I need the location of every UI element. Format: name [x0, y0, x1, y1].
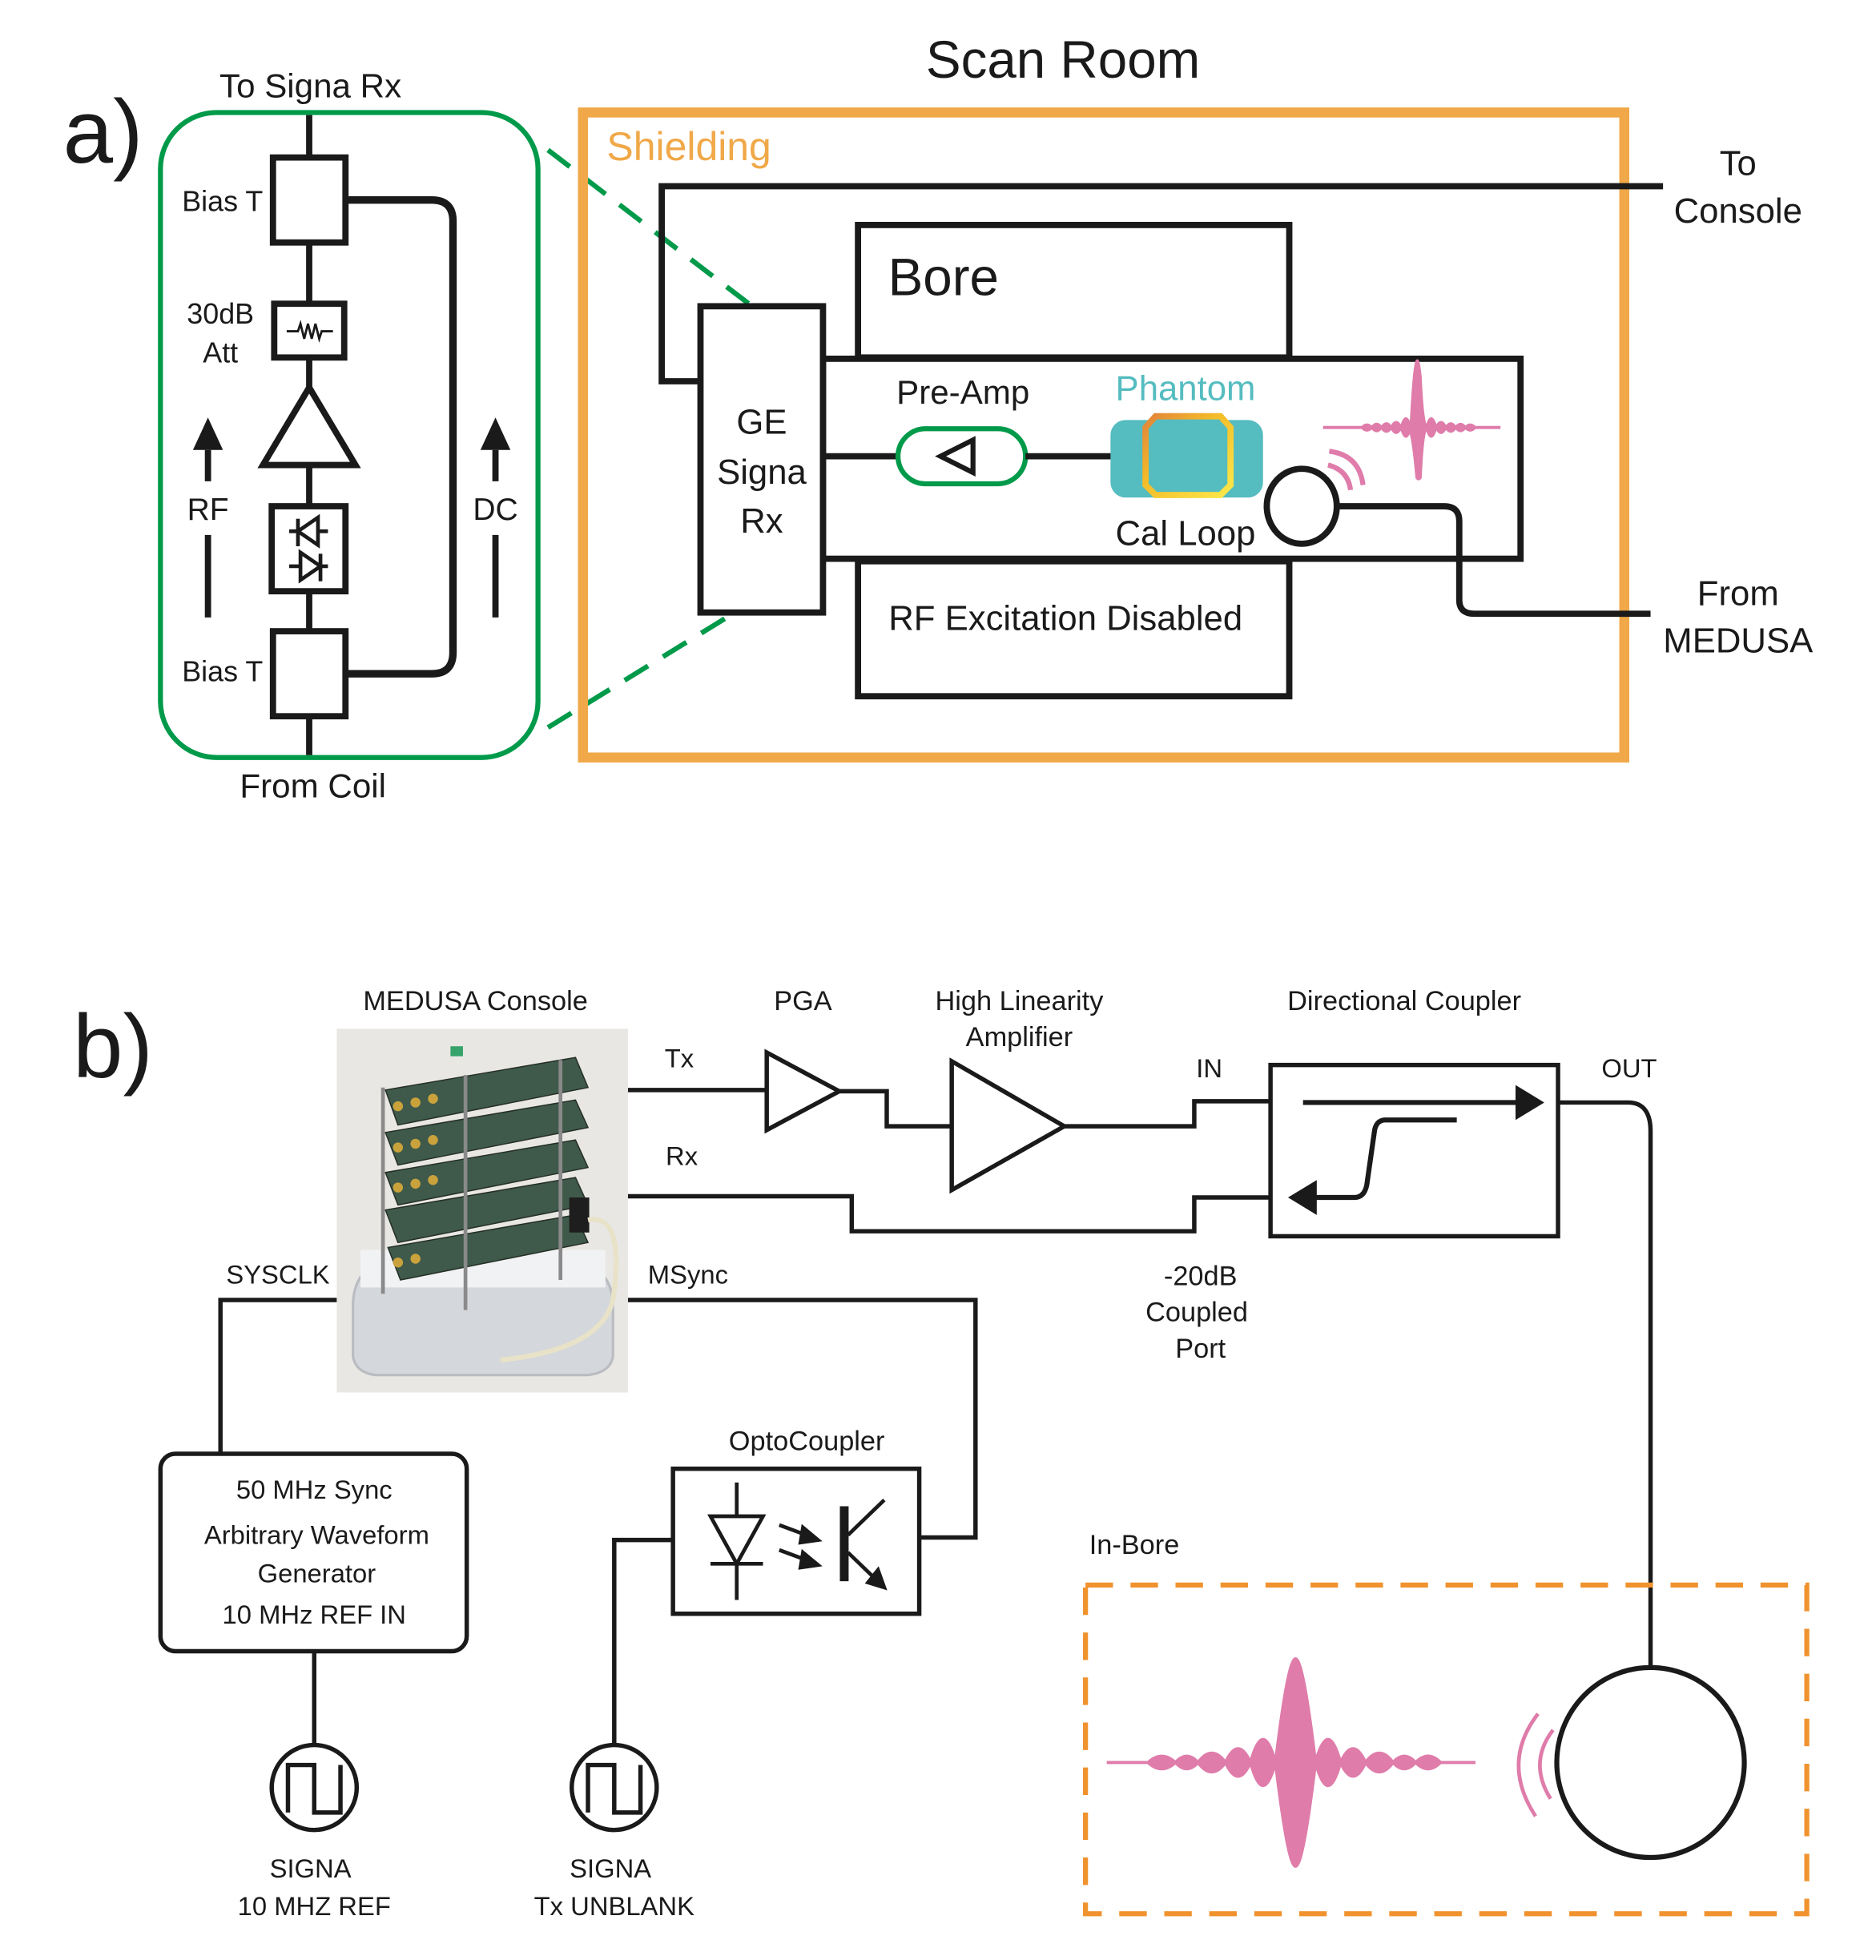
light-arrows-icon [778, 1523, 823, 1570]
ge-rx-label-3: Rx [740, 501, 783, 541]
dc-bypass-line [345, 196, 457, 678]
pga-icon [764, 1048, 844, 1134]
rx-label: Rx [666, 1141, 698, 1170]
from-medusa-label-2: MEDUSA [1663, 622, 1814, 661]
inset-bottom-label: From Coil [240, 767, 386, 805]
rf-emission-icon-b [1516, 1712, 1555, 1817]
in-label: IN [1196, 1053, 1222, 1083]
forward-arrow-icon [1515, 1085, 1544, 1121]
inset-border [158, 110, 541, 760]
preamp-label: Pre-Amp [896, 373, 1029, 411]
to-console-line [658, 183, 1664, 384]
rf-arrow-icon [192, 417, 223, 450]
high-linearity-amp-icon [949, 1057, 1069, 1194]
rf-excitation-label: RF Excitation Disabled [888, 599, 1242, 638]
led-icon [707, 1482, 767, 1600]
coupled-arrow-icon [1287, 1180, 1317, 1215]
ge-rx-label-1: GE [736, 403, 787, 442]
shielding-label: Shielding [606, 124, 771, 169]
awg-label-3: Generator [258, 1559, 376, 1588]
panel-a-label: a) [63, 81, 143, 182]
bias-t-bottom-label: Bias T [182, 656, 263, 688]
pga-label: PGA [774, 986, 832, 1016]
attenuator-label-1: 30dB [187, 298, 254, 330]
preamp-inset: To Signa Rx From Coil Bias T 30dB Att Bi… [158, 67, 541, 805]
to-console-label-1: To [1720, 143, 1757, 183]
medusa-console-photo [336, 1028, 628, 1393]
awg-label-4: 10 MHz REF IN [223, 1600, 406, 1629]
bias-t-top-block [269, 154, 349, 246]
rf-emission-icon [1327, 449, 1366, 491]
to-console-label-2: Console [1674, 191, 1802, 231]
square-wave-icon [586, 1762, 643, 1815]
dc-label: DC [473, 493, 517, 527]
shielding-box [578, 107, 1630, 763]
dc-arrow-icon [480, 417, 511, 450]
ref-label-2: 10 MHZ REF [238, 1891, 391, 1921]
unblank-label-1: SIGNA [570, 1853, 651, 1883]
awg-label-2: Arbitrary Waveform [204, 1519, 429, 1549]
ge-rx-label-2: Signa [717, 453, 807, 492]
phantom-loop [1142, 413, 1234, 498]
diode-pair-icon [289, 513, 328, 584]
phantom-label: Phantom [1116, 368, 1256, 408]
coupled-port-label-3: Port [1175, 1334, 1226, 1364]
bore-label: Bore [888, 248, 999, 306]
console-label: MEDUSA Console [363, 986, 587, 1016]
unblank-label-2: Tx UNBLANK [534, 1891, 694, 1921]
square-wave-icon [285, 1762, 343, 1815]
bias-t-top-label: Bias T [182, 186, 263, 218]
transmit-loop-icon [1554, 1664, 1747, 1861]
lna-amplifier-icon [257, 381, 361, 469]
msync-label: MSync [648, 1260, 728, 1290]
preamp-icon [935, 436, 976, 477]
rf-pulse-icon-b [1106, 1656, 1476, 1868]
inset-top-label: To Signa Rx [219, 67, 401, 105]
ge-signa-rx-block [697, 303, 827, 616]
scan-room-title: Scan Room [926, 30, 1200, 89]
cal-loop-label: Cal Loop [1116, 513, 1256, 553]
phototransistor-icon [839, 1499, 888, 1591]
tx-label: Tx [665, 1044, 694, 1073]
bore-lower [855, 557, 1293, 700]
optocoupler-block [670, 1466, 922, 1616]
coupled-port-label-2: Coupled [1145, 1298, 1248, 1328]
rf-label: RF [187, 493, 229, 527]
opto-label: OptoCoupler [729, 1426, 885, 1456]
inbore-label: In-Bore [1089, 1530, 1180, 1560]
out-label: OUT [1601, 1053, 1657, 1083]
ref-label-1: SIGNA [270, 1853, 352, 1883]
from-medusa-label-1: From [1697, 574, 1779, 613]
directional-coupler-block [1268, 1062, 1560, 1239]
from-medusa-line [1336, 503, 1651, 618]
panel-b-label: b) [73, 996, 153, 1097]
awg-label-1: 50 MHz Sync [236, 1475, 393, 1504]
limiter-diode-block [268, 503, 349, 595]
coupled-port-label-1: -20dB [1164, 1261, 1238, 1291]
bias-t-bottom-block [269, 628, 349, 720]
cal-loop-icon [1263, 465, 1340, 547]
sysclk-label: SYSCLK [226, 1260, 329, 1290]
coupler-label: Directional Coupler [1287, 986, 1521, 1016]
attenuator-label-2: Att [203, 337, 238, 369]
rf-pulse-icon [1322, 359, 1501, 481]
amp-label-1: High Linearity [935, 986, 1104, 1016]
resistor-icon [286, 320, 333, 343]
inbore-region [1083, 1582, 1810, 1917]
bore-upper [855, 222, 1293, 361]
amp-label-2: Amplifier [966, 1022, 1073, 1052]
